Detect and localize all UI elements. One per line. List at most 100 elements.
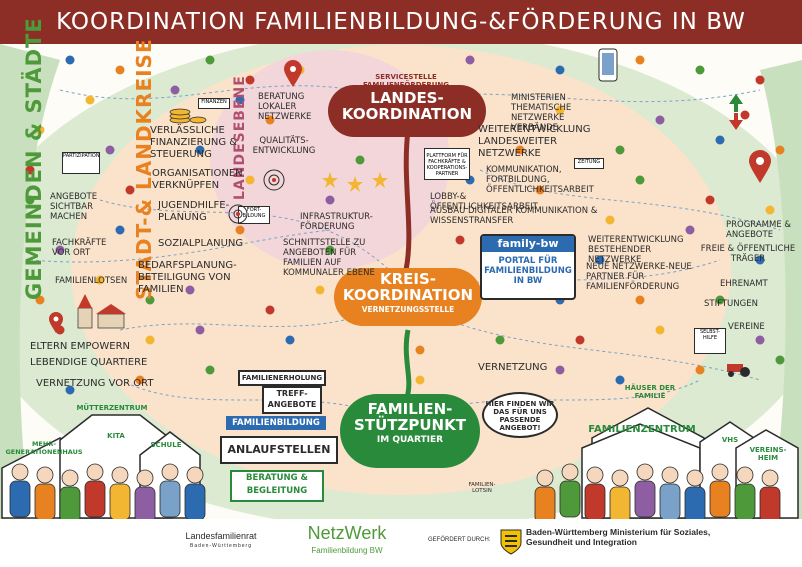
network-dot [315, 285, 325, 295]
network-dot [115, 65, 125, 75]
kita-label: KITA [107, 432, 125, 440]
network-dot [705, 195, 715, 205]
network-dot [605, 215, 615, 225]
person-figure [634, 463, 656, 518]
network-dot [265, 305, 275, 315]
neue-netzwerke-partner: NEUE NETZWERKE-NEUE PARTNER FÜR FAMILIEN… [586, 262, 692, 293]
familienbildung-label: FAMILIENBILDUNG [226, 416, 326, 430]
vernetzung-label: VERNETZUNG [478, 362, 548, 373]
network-dot [195, 145, 205, 155]
network-dot [125, 185, 135, 195]
up-down-arrows-icon [729, 94, 743, 130]
family-hub: FAMILIEN-STÜTZPUNKT IM QUARTIER [340, 394, 480, 468]
im-quartier-label: IM QUARTIER [376, 434, 444, 445]
network-dot [555, 105, 565, 115]
person-figure [609, 469, 631, 520]
map-pin-icon [284, 60, 302, 87]
person-figure [709, 463, 731, 518]
person-figure [759, 469, 781, 520]
tractor-icon [727, 364, 750, 377]
network-dot [245, 75, 255, 85]
familienlotsin-label: FAMILIEN-LOTSIN [468, 482, 496, 495]
network-dot [85, 95, 95, 105]
target-icon-2 [228, 204, 248, 224]
coins-icon [169, 108, 207, 124]
schnittstelle-angebote: SCHNITTSTELLE ZU ANGEBOTEN FÜR FAMILIEN … [283, 238, 375, 279]
heading-gemeinden-staedte: GEMEINDEN & STÄDTE [22, 17, 46, 300]
vernetzungsstelle-label: VERNETZUNGSSTELLE [361, 304, 455, 314]
landesfamilienrat-sub: Baden-Württemberg [189, 543, 253, 549]
page-title: KOORDINATION FAMILIENBILDUNG-&FÖRDERUNG … [0, 0, 802, 44]
network-dot [25, 195, 35, 205]
network-dot [235, 95, 245, 105]
lebendige-quartiere: LEBENDIGE QUARTIERE [30, 357, 148, 368]
network-dot [615, 375, 625, 385]
footer: Landesfamilienrat Baden-Württemberg Netz… [0, 519, 802, 567]
network-dot [715, 295, 725, 305]
person-figure [184, 466, 206, 520]
person-figure [734, 466, 756, 520]
zeitung-tag: ZEITUNG [574, 158, 604, 169]
vernetzung-vor-ort: VERNETZUNG VOR ORT [36, 378, 154, 389]
network-dot [195, 325, 205, 335]
person-figure [534, 469, 556, 520]
network-dot [695, 65, 705, 75]
weiterentwicklung-netzwerke-district: WEITERENTWICKLUNG BESTEHENDER NETZWERKE [588, 235, 684, 266]
village-icon [77, 294, 126, 329]
person-figure [559, 463, 581, 518]
landesfamilienrat-logo: Landesfamilienrat [185, 531, 257, 541]
beratung-begleitung-sign: BERATUNG & BEGLEITUNG [230, 470, 324, 502]
ausbau-digitaler-kommunikation: AUSBAU DIGITALER KOMMUNIKATION & WISSENS… [430, 206, 598, 227]
vhs-label: VHS [721, 436, 739, 444]
network-dot [740, 110, 750, 120]
kommunikation-fortbildung: KOMMUNIKATION, FORTBILDUNG, ÖFFENTLICHKE… [486, 165, 594, 196]
infrastrukturfoerderung: INFRASTRUKTUR-FÖRDERUNG [300, 212, 373, 233]
person-figure [134, 469, 156, 520]
person-figure [9, 463, 31, 518]
finanzierung-steuerung: VERLÄSSLICHE FINANZIERUNG & STEUERUNG [150, 125, 238, 160]
network-dot [515, 145, 525, 155]
family-hub-label: FAMILIEN-STÜTZPUNKT [354, 400, 466, 434]
left-green-border [0, 44, 60, 520]
trunk-upper [403, 129, 412, 271]
network-dot [170, 85, 180, 95]
qualitaetsentwicklung: QUALITÄTS-ENTWICKLUNG [252, 136, 316, 157]
network-dot [65, 385, 75, 395]
network-dot [715, 135, 725, 145]
network-dot [205, 55, 215, 65]
person-figure [659, 466, 681, 520]
sozialplanung: SOZIALPLANUNG [158, 238, 244, 249]
network-dot [655, 325, 665, 335]
person-figure [684, 469, 706, 520]
district-coordination-label: KREIS-KOORDINATION [342, 270, 474, 304]
servicestelle-label: SERVICESTELLE FAMILIENFÖRDERUNG [363, 73, 449, 89]
person-figure [109, 466, 131, 520]
network-dot [35, 125, 45, 135]
person-figure [59, 469, 81, 520]
network-dot [25, 165, 35, 175]
plattform-board: PLATTFORM FÜR FACHKRÄFTE & KOOPERATIONS-… [424, 148, 470, 180]
network-dot [635, 55, 645, 65]
person-figure [584, 466, 606, 520]
stiftungen: STIFTUNGEN [704, 299, 758, 309]
vereinsheim-label: VEREINS-HEIM [749, 446, 787, 463]
family-bw-logo: family-bw [482, 236, 574, 252]
ministry-label: Baden-Württemberg Ministerium für Sozial… [526, 527, 711, 548]
network-dot [355, 155, 365, 165]
phone-icon [598, 48, 618, 82]
freie-oeffentliche-traeger: FREIE & ÖFFENTLICHE TRÄGER [700, 244, 796, 265]
network-dot [555, 365, 565, 375]
network-dot [265, 115, 275, 125]
network-dot [455, 235, 465, 245]
network-dot [285, 335, 295, 345]
mehrgenerationenhaus-label: MEHR-GENERATIONENHAUS [5, 440, 83, 456]
network-dot [775, 355, 785, 365]
lobby-oeffentlichkeitsarbeit: LOBBY-& ÖFFENTLICHKEITSARBEIT [430, 192, 538, 213]
network-dot [415, 375, 425, 385]
district-coordination-hub: KREIS-KOORDINATION VERNETZUNGSSTELLE [334, 268, 482, 326]
map-pin-icon-3 [749, 150, 771, 183]
network-dot [55, 245, 65, 255]
eltern-empowern: ELTERN EMPOWERN [30, 341, 131, 352]
angebote-sichtbar-machen: ANGEBOTE SICHTBAR MACHEN [50, 192, 98, 223]
netzwerk-logo: NetzWerk [307, 523, 387, 543]
